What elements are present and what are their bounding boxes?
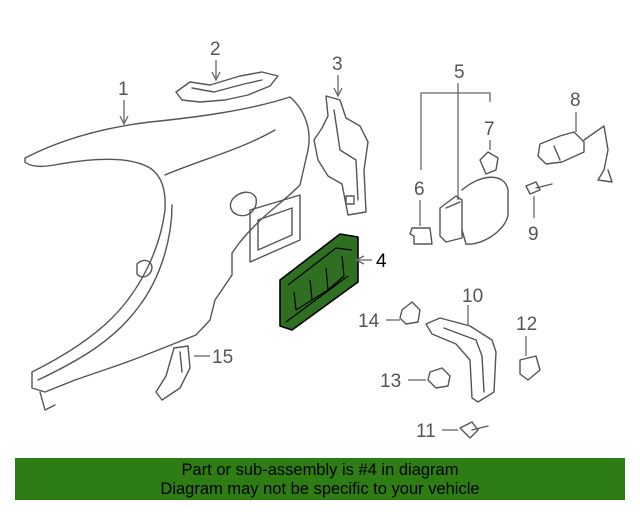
part-3-reinforcement [313, 95, 369, 216]
callout-9: 9 [528, 224, 539, 245]
part-4-highlighted[interactable] [279, 233, 359, 331]
callout-5: 5 [454, 62, 465, 83]
part-14-nut [399, 301, 421, 325]
leader-5 [420, 83, 491, 200]
callout-7: 7 [484, 119, 495, 140]
part-fuel-door [439, 176, 509, 245]
callout-15: 15 [212, 347, 233, 368]
part-10-trim [425, 317, 497, 403]
part-9-screw [525, 181, 553, 195]
arrow-4 [354, 255, 365, 265]
callout-4: 4 [376, 251, 387, 272]
info-banner: Part or sub-assembly is #4 in diagram Di… [15, 458, 625, 500]
callout-12: 12 [516, 314, 537, 335]
callout-2: 2 [210, 39, 221, 60]
banner-line-1: Part or sub-assembly is #4 in diagram [181, 461, 459, 479]
part-6-clip [409, 227, 433, 245]
callout-6: 6 [414, 179, 425, 200]
part-8-actuator [537, 125, 613, 183]
part-11-push-pin [459, 421, 489, 439]
part-2-bracket [175, 71, 279, 103]
callout-3: 3 [332, 54, 343, 75]
arrow-1 [119, 115, 129, 126]
part-15-extension [155, 345, 191, 401]
part-13-nut [427, 367, 451, 389]
banner-line-2: Diagram may not be specific to your vehi… [160, 480, 480, 498]
arrow-2 [211, 71, 221, 82]
part-12-clip [519, 355, 541, 381]
callout-13: 13 [380, 371, 401, 392]
callout-11: 11 [416, 421, 436, 442]
callout-1: 1 [118, 79, 129, 100]
callout-10: 10 [462, 286, 483, 307]
part-1-quarter-panel [24, 96, 310, 411]
callout-8: 8 [570, 90, 581, 111]
part-7-bumper [479, 151, 499, 175]
arrow-3 [333, 87, 343, 98]
callout-14: 14 [358, 311, 380, 332]
